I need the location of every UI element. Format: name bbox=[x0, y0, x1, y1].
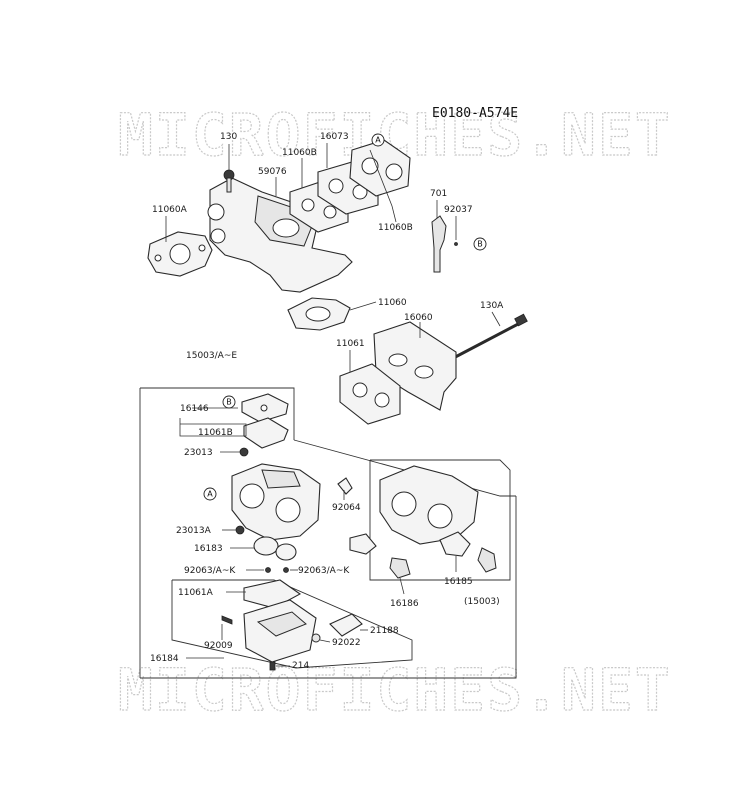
label-23013a: 23013A bbox=[176, 526, 212, 536]
leader-lines bbox=[165, 143, 501, 667]
label-16146: 16146 bbox=[180, 404, 209, 414]
label-23013: 23013 bbox=[184, 448, 213, 458]
lever-16185 bbox=[439, 531, 497, 573]
label-701: 701 bbox=[430, 189, 447, 199]
gasket-11060a bbox=[147, 231, 213, 277]
carburetor-body bbox=[231, 463, 321, 541]
label-11060: 11060 bbox=[378, 298, 407, 308]
label-92063ak-right: 92063/A~K bbox=[298, 566, 350, 576]
carburetor-assy-15003 bbox=[379, 465, 479, 545]
label-11061b: 11061B bbox=[198, 428, 233, 438]
label-92064: 92064 bbox=[332, 503, 361, 513]
svg-text:A: A bbox=[207, 490, 213, 499]
cap-16183 bbox=[253, 536, 297, 561]
svg-text:B: B bbox=[226, 398, 232, 407]
spring-92064 bbox=[337, 477, 353, 495]
label-11060b-right: 11060B bbox=[378, 223, 413, 233]
fitting-701 bbox=[431, 215, 447, 273]
label-16060: 16060 bbox=[404, 313, 433, 323]
label-92063ak-left: 92063/A~K bbox=[184, 566, 236, 576]
label-92022: 92022 bbox=[332, 638, 361, 648]
label-92037: 92037 bbox=[444, 205, 473, 215]
screw-23013a bbox=[235, 525, 245, 535]
label-21188: 21188 bbox=[370, 626, 399, 636]
label-16186: 16186 bbox=[390, 599, 419, 609]
ref-marker-b-right: B bbox=[473, 237, 487, 251]
label-15003ae: 15003/A~E bbox=[186, 351, 237, 361]
label-130: 130 bbox=[220, 132, 237, 142]
gasket-11061 bbox=[339, 363, 401, 425]
jet-92063-l bbox=[265, 567, 271, 573]
label-130a: 130A bbox=[480, 301, 504, 311]
frame-15003 bbox=[140, 387, 295, 440]
label-11060a: 11060A bbox=[152, 205, 188, 215]
screw-23013 bbox=[239, 447, 249, 457]
label-15003: (15003) bbox=[464, 597, 500, 607]
frame-16185 bbox=[369, 459, 511, 581]
label-16185: 16185 bbox=[444, 577, 473, 587]
lever-16186 bbox=[349, 533, 411, 579]
screw-92009 bbox=[221, 615, 233, 625]
cover-16146 bbox=[241, 393, 289, 423]
label-59076: 59076 bbox=[258, 167, 287, 177]
spacer-16073 bbox=[349, 139, 411, 197]
label-16183: 16183 bbox=[194, 544, 223, 554]
label-11061: 11061 bbox=[336, 339, 365, 349]
spacer-16060 bbox=[373, 321, 457, 411]
label-92009: 92009 bbox=[204, 641, 233, 651]
jet-92063-r bbox=[283, 567, 289, 573]
label-11060b-top: 11060B bbox=[282, 148, 317, 158]
solenoid-21188 bbox=[329, 613, 363, 637]
label-214: 214 bbox=[292, 661, 309, 671]
washer-92022 bbox=[311, 633, 321, 643]
svg-text:B: B bbox=[477, 240, 483, 249]
bolt-130 bbox=[223, 169, 235, 193]
float-bowl-16184 bbox=[243, 599, 317, 663]
gasket-11060 bbox=[287, 297, 351, 331]
screw-214 bbox=[269, 661, 276, 671]
intake-manifold bbox=[207, 177, 353, 293]
ref-marker-b-left: B bbox=[222, 395, 236, 409]
svg-text:A: A bbox=[375, 136, 381, 145]
diagram-code: E0180-A574E bbox=[432, 106, 518, 121]
label-16073: 16073 bbox=[320, 132, 349, 142]
ref-marker-a-top: A bbox=[371, 133, 385, 147]
label-11061a: 11061A bbox=[178, 588, 214, 598]
ref-marker-a-left: A bbox=[203, 487, 217, 501]
gasket-11061b bbox=[243, 417, 289, 449]
label-16184: 16184 bbox=[150, 654, 179, 664]
clip-92037 bbox=[454, 242, 458, 246]
part-labels: 130 16073 11060B 59076 11060A 11060B 701… bbox=[150, 132, 504, 671]
watermark-bottom: MICROFICHES.NET bbox=[118, 656, 672, 724]
frame-16184 bbox=[171, 579, 413, 669]
